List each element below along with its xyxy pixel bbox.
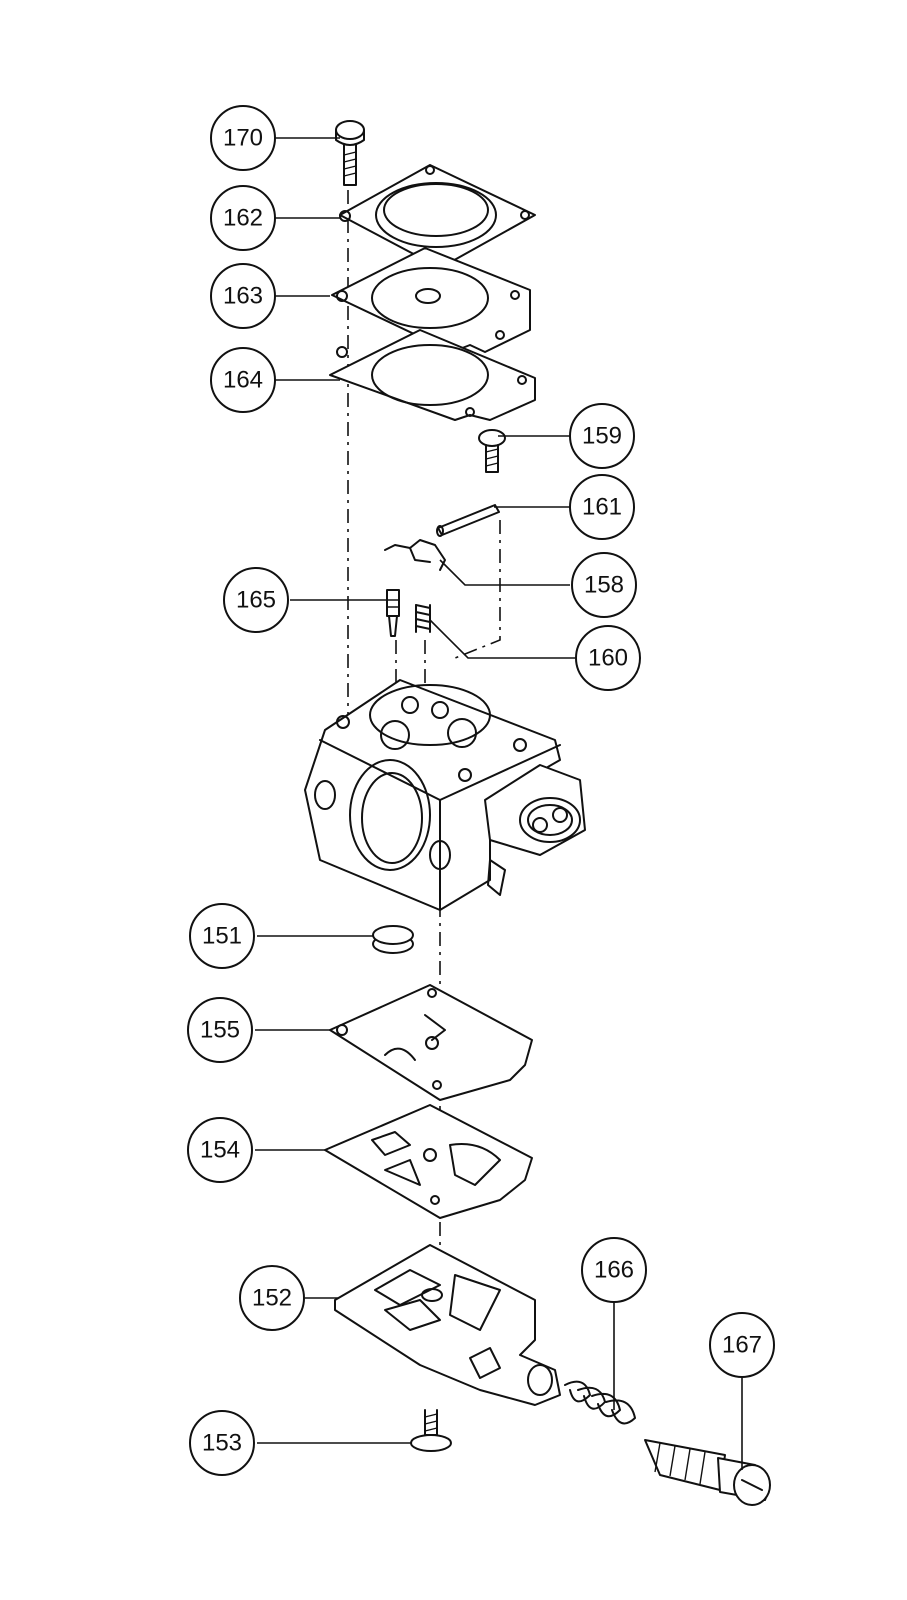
callout-170: 170	[210, 105, 276, 171]
callout-154: 154	[187, 1117, 253, 1183]
callout-label: 162	[223, 205, 263, 232]
callout-label: 160	[588, 645, 628, 672]
callout-circle	[210, 263, 276, 329]
callout-label: 167	[722, 1332, 762, 1359]
callout-label: 151	[202, 923, 242, 950]
callout-circle	[210, 347, 276, 413]
part-152-pump-body	[334, 1244, 561, 1406]
callout-circle	[569, 474, 635, 540]
leader-lines	[255, 137, 743, 1470]
callout-circle	[709, 1312, 775, 1378]
callout-152: 152	[239, 1265, 305, 1331]
part-161-pin	[436, 504, 500, 537]
part-165-needle	[386, 589, 400, 637]
part-153-screw	[410, 1409, 452, 1452]
callout-circle	[189, 903, 255, 969]
callout-circle	[581, 1237, 647, 1303]
part-159-screw	[478, 429, 506, 473]
callout-label: 161	[582, 494, 622, 521]
callout-label: 166	[594, 1257, 634, 1284]
part-164-gasket	[329, 329, 536, 421]
part-158-lever	[384, 539, 446, 571]
callout-label: 163	[223, 283, 263, 310]
callout-158: 158	[571, 552, 637, 618]
callout-circle	[187, 997, 253, 1063]
callout-159: 159	[569, 403, 635, 469]
callout-label: 164	[223, 367, 263, 394]
callout-165: 165	[223, 567, 289, 633]
part-167-adjusting-screw	[644, 1439, 771, 1506]
callout-circle	[210, 105, 276, 171]
callout-label: 155	[200, 1017, 240, 1044]
carburetor-body	[304, 679, 586, 911]
callout-151: 151	[189, 903, 255, 969]
callout-153: 153	[189, 1410, 255, 1476]
callout-label: 159	[582, 423, 622, 450]
callout-167: 167	[709, 1312, 775, 1378]
callout-162: 162	[210, 185, 276, 251]
callout-circle	[571, 552, 637, 618]
callout-circle	[569, 403, 635, 469]
callout-label: 153	[202, 1430, 242, 1457]
callout-circle	[239, 1265, 305, 1331]
part-170-screw	[335, 120, 365, 186]
callout-155: 155	[187, 997, 253, 1063]
callout-164: 164	[210, 347, 276, 413]
part-151-plug	[372, 925, 414, 954]
callout-163: 163	[210, 263, 276, 329]
part-155-plate	[329, 984, 533, 1101]
part-154-gasket	[324, 1104, 533, 1219]
callout-circle	[189, 1410, 255, 1476]
callout-circle	[187, 1117, 253, 1183]
callout-160: 160	[575, 625, 641, 691]
part-166-spring	[564, 1380, 636, 1425]
callout-166: 166	[581, 1237, 647, 1303]
callout-label: 154	[200, 1137, 240, 1164]
callout-circle	[223, 567, 289, 633]
callout-label: 170	[223, 125, 263, 152]
callout-label: 152	[252, 1285, 292, 1312]
callout-label: 158	[584, 572, 624, 599]
callout-161: 161	[569, 474, 635, 540]
part-160-spring	[415, 604, 431, 633]
callout-circle	[210, 185, 276, 251]
callout-label: 165	[236, 587, 276, 614]
callout-circle	[575, 625, 641, 691]
